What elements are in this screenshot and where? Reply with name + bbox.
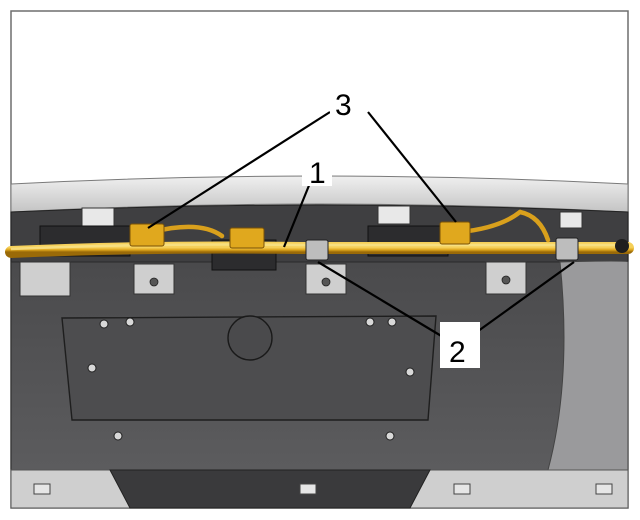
callout-2-leader-left xyxy=(317,261,449,341)
callout-1-leader xyxy=(282,182,312,248)
bumper-side-surface xyxy=(547,260,629,471)
bracket-holes xyxy=(149,275,511,287)
callout-1-label: 1 xyxy=(309,157,326,190)
callout-3-leader-left xyxy=(147,111,331,229)
license-plate-recess xyxy=(61,315,437,421)
plate-mount-boss xyxy=(227,315,273,361)
callout-2-leader-right xyxy=(473,261,575,335)
rim-connectors xyxy=(81,205,583,229)
callout-3-label: 3 xyxy=(335,89,352,122)
wiring-harness-highlight xyxy=(10,243,628,251)
wiring-harness xyxy=(5,241,634,258)
harness-clips xyxy=(305,237,579,261)
callout-3-leader-right xyxy=(367,111,457,223)
callout-2-bg xyxy=(440,322,480,368)
callout-2-label: 2 xyxy=(449,336,466,369)
harness-end-grommet xyxy=(615,239,629,253)
harness-connectors xyxy=(129,221,471,249)
callout-3-bg xyxy=(330,86,358,118)
callout-1-bg xyxy=(302,154,332,186)
mounting-holes xyxy=(87,317,415,441)
lower-grille xyxy=(109,469,431,509)
lower-clips xyxy=(33,483,613,495)
